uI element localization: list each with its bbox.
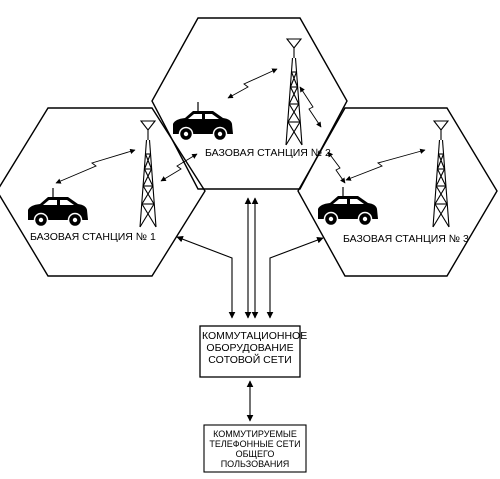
- car-icon: [317, 186, 379, 227]
- cell-hexagons: [0, 17, 498, 277]
- public-network-line: КОММУТИРУЕМЫЕ: [213, 429, 297, 439]
- radio-link-arrow-icon: [345, 148, 426, 181]
- public-network-label: КОММУТИРУЕМЫЕ ТЕЛЕФОННЫЕ СЕТИ ОБЩЕГО ПОЛ…: [206, 429, 304, 469]
- switching-equipment-line: КОММУТАЦИОННОЕ: [202, 330, 308, 342]
- switching-equipment-line: СОТОВОЙ СЕТИ: [208, 353, 292, 366]
- cell-2-hexagon: [151, 17, 348, 190]
- public-network-box: [203, 424, 307, 473]
- radio-link-arrow-icon: [55, 148, 136, 184]
- antenna-tower-icon: [432, 120, 450, 228]
- antenna-tower-icon: [285, 38, 303, 146]
- radio-link-arrow-icon: [299, 86, 322, 128]
- link-bs1-to-switch: [176, 236, 236, 319]
- radio-link-arrow-icon: [160, 153, 198, 182]
- public-network-line: ТЕЛЕФОННЫЕ СЕТИ: [209, 439, 301, 450]
- switching-equipment-line: ОБОРУДОВАНИЕ: [206, 341, 294, 354]
- switching-equipment-box: [199, 325, 301, 378]
- radio-link-arrow-icon: [327, 151, 346, 184]
- cell-1-hexagon: [0, 107, 206, 277]
- radio-link-arrows: [55, 68, 426, 184]
- car-icon: [172, 101, 234, 142]
- station-3-label: БАЗОВАЯ СТАНЦИЯ № 3: [343, 233, 469, 245]
- station-1-label: БАЗОВАЯ СТАНЦИЯ № 1: [30, 231, 156, 243]
- backhaul-arrows: [176, 197, 324, 422]
- public-network-line: ОБЩЕГО ПОЛЬЗОВАНИЯ: [220, 449, 290, 470]
- radio-link-arrow-icon: [227, 68, 278, 99]
- antenna-tower-icon: [139, 120, 157, 228]
- station-2-label: БАЗОВАЯ СТАНЦИЯ № 2: [205, 147, 331, 159]
- cell-3-hexagon: [297, 107, 498, 277]
- car-icon: [27, 187, 89, 228]
- switching-equipment-label: КОММУТАЦИОННОЕ ОБОРУДОВАНИЕ СОТОВОЙ СЕТИ: [202, 330, 308, 366]
- link-bs3-to-switch: [266, 237, 324, 319]
